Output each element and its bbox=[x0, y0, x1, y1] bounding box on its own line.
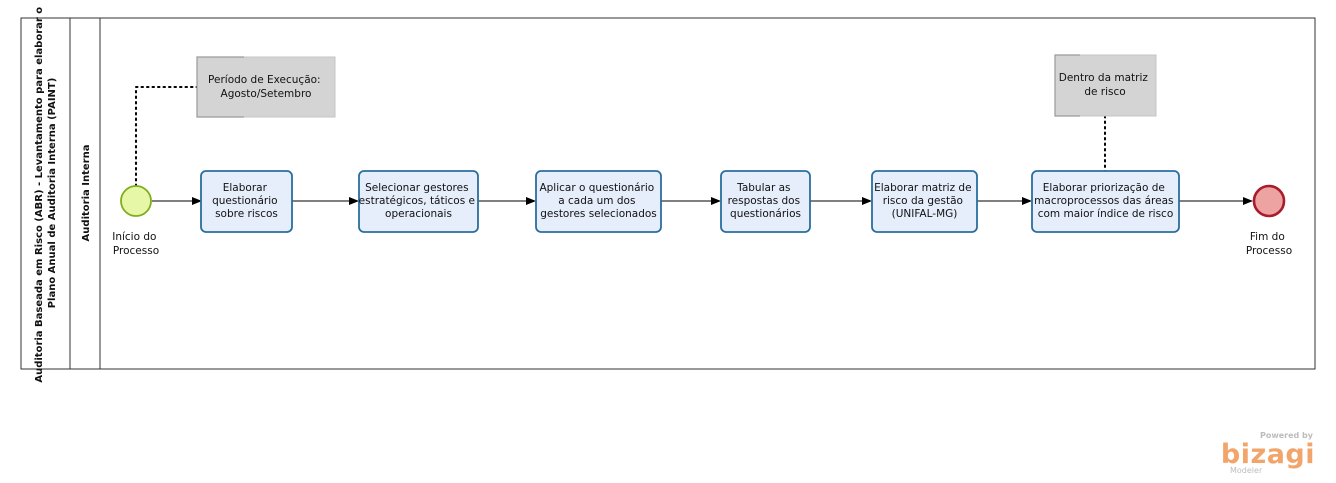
task-5-line-2: risco da gestão bbox=[883, 195, 963, 207]
annotation-1-line-2: Agosto/Setembro bbox=[221, 88, 312, 100]
task-3-line-2: a cada um dos bbox=[558, 195, 635, 207]
task-1-line-2: questionário bbox=[212, 195, 277, 207]
start-event[interactable]: Início do Processo bbox=[112, 185, 160, 257]
annotation-1-text: Período de Execução: Agosto/Setembro bbox=[208, 74, 324, 100]
task-4-line-2: respostas dos bbox=[728, 195, 801, 207]
task-4-label: Tabular as respostas dos questionários bbox=[728, 182, 804, 220]
annotation-2-text: Dentro da matriz de risco bbox=[1059, 72, 1151, 98]
task-2-line-2: estratégicos, táticos e bbox=[359, 195, 475, 207]
task-4-box[interactable] bbox=[720, 170, 811, 233]
bizagi-logo: bizagi bbox=[1221, 439, 1315, 470]
end-event-circle[interactable] bbox=[1252, 184, 1286, 218]
task-3-label: Aplicar o questionário a cada um dos ges… bbox=[539, 182, 657, 220]
association-annotation-1 bbox=[135, 86, 198, 187]
annotation-execution-period: Período de Execução: Agosto/Setembro bbox=[196, 56, 336, 118]
task-2-line-3: operacionais bbox=[385, 208, 452, 220]
annotation-2-line-2: de risco bbox=[1084, 86, 1125, 98]
task-6-label: Elaborar priorização de macroprocessos d… bbox=[1034, 182, 1177, 220]
end-event[interactable]: Fim do Processo bbox=[1246, 184, 1292, 257]
start-event-label-line-2: Processo bbox=[113, 245, 159, 257]
task-6-line-3: com maior índice de risco bbox=[1038, 208, 1174, 220]
task-5-box[interactable] bbox=[871, 170, 978, 233]
task-1-line-3: sobre riscos bbox=[215, 208, 278, 220]
task-elaborar-matriz[interactable]: Elaborar matriz de risco da gestão (UNIF… bbox=[871, 170, 978, 233]
task-6-line-2: macroprocessos das áreas bbox=[1034, 195, 1173, 207]
task-2-box[interactable] bbox=[358, 170, 479, 233]
end-event-label-line-1: Fim do bbox=[1250, 231, 1285, 243]
task-6-line-1: Elaborar priorização de bbox=[1043, 182, 1165, 194]
task-5-label: Elaborar matriz de risco da gestão (UNIF… bbox=[874, 182, 975, 220]
task-1-line-1: Elaborar bbox=[223, 182, 268, 194]
task-elaborar-priorizacao[interactable]: Elaborar priorização de macroprocessos d… bbox=[1031, 170, 1180, 233]
end-event-label-line-2: Processo bbox=[1246, 245, 1292, 257]
start-event-label: Início do Processo bbox=[112, 231, 160, 257]
task-3-line-3: gestores selecionados bbox=[540, 208, 657, 220]
end-event-label: Fim do Processo bbox=[1246, 231, 1292, 257]
task-aplicar-questionario[interactable]: Aplicar o questionário a cada um dos ges… bbox=[535, 170, 662, 233]
task-5-line-3: (UNIFAL-MG) bbox=[892, 208, 958, 220]
bizagi-branding: Powered by bizagi Modeler bbox=[1221, 431, 1315, 475]
annotation-1-bracket bbox=[196, 56, 244, 118]
pool-label: Auditoria Baseada em Risco (ABR) - Levan… bbox=[34, 3, 58, 382]
task-3-line-1: Aplicar o questionário bbox=[539, 182, 654, 194]
annotation-risk-matrix: Dentro da matriz de risco bbox=[1054, 54, 1157, 117]
task-4-line-3: questionários bbox=[730, 208, 801, 220]
task-2-label: Selecionar gestores estratégicos, tático… bbox=[359, 182, 479, 220]
start-event-label-line-1: Início do bbox=[112, 231, 156, 243]
task-6-box[interactable] bbox=[1031, 170, 1180, 233]
task-elaborar-questionario[interactable]: Elaborar questionário sobre riscos bbox=[200, 170, 293, 233]
task-1-label: Elaborar questionário sobre riscos bbox=[212, 182, 281, 220]
task-3-box[interactable] bbox=[535, 170, 662, 233]
modeler-text: Modeler bbox=[1230, 466, 1263, 475]
task-5-line-1: Elaborar matriz de bbox=[874, 182, 971, 194]
pool-label-line-1: Auditoria Baseada em Risco (ABR) - Levan… bbox=[34, 7, 45, 383]
task-tabular-respostas[interactable]: Tabular as respostas dos questionários bbox=[720, 170, 811, 233]
task-2-line-1: Selecionar gestores bbox=[365, 182, 469, 194]
task-selecionar-gestores[interactable]: Selecionar gestores estratégicos, tático… bbox=[358, 170, 479, 233]
annotation-2-bracket bbox=[1054, 54, 1080, 117]
annotation-2-line-1: Dentro da matriz bbox=[1059, 72, 1149, 84]
annotation-1-box bbox=[196, 56, 336, 118]
task-1-box[interactable] bbox=[200, 170, 293, 233]
pool-label-line-2: Plano Anual de Auditoria Interna (PAINT) bbox=[47, 78, 58, 309]
annotation-1-line-1: Período de Execução: bbox=[208, 74, 321, 86]
lane-label: Auditoria Interna bbox=[81, 145, 92, 242]
start-event-circle[interactable] bbox=[120, 185, 152, 217]
powered-by-text: Powered by bbox=[1260, 431, 1314, 440]
task-4-line-1: Tabular as bbox=[736, 182, 790, 194]
